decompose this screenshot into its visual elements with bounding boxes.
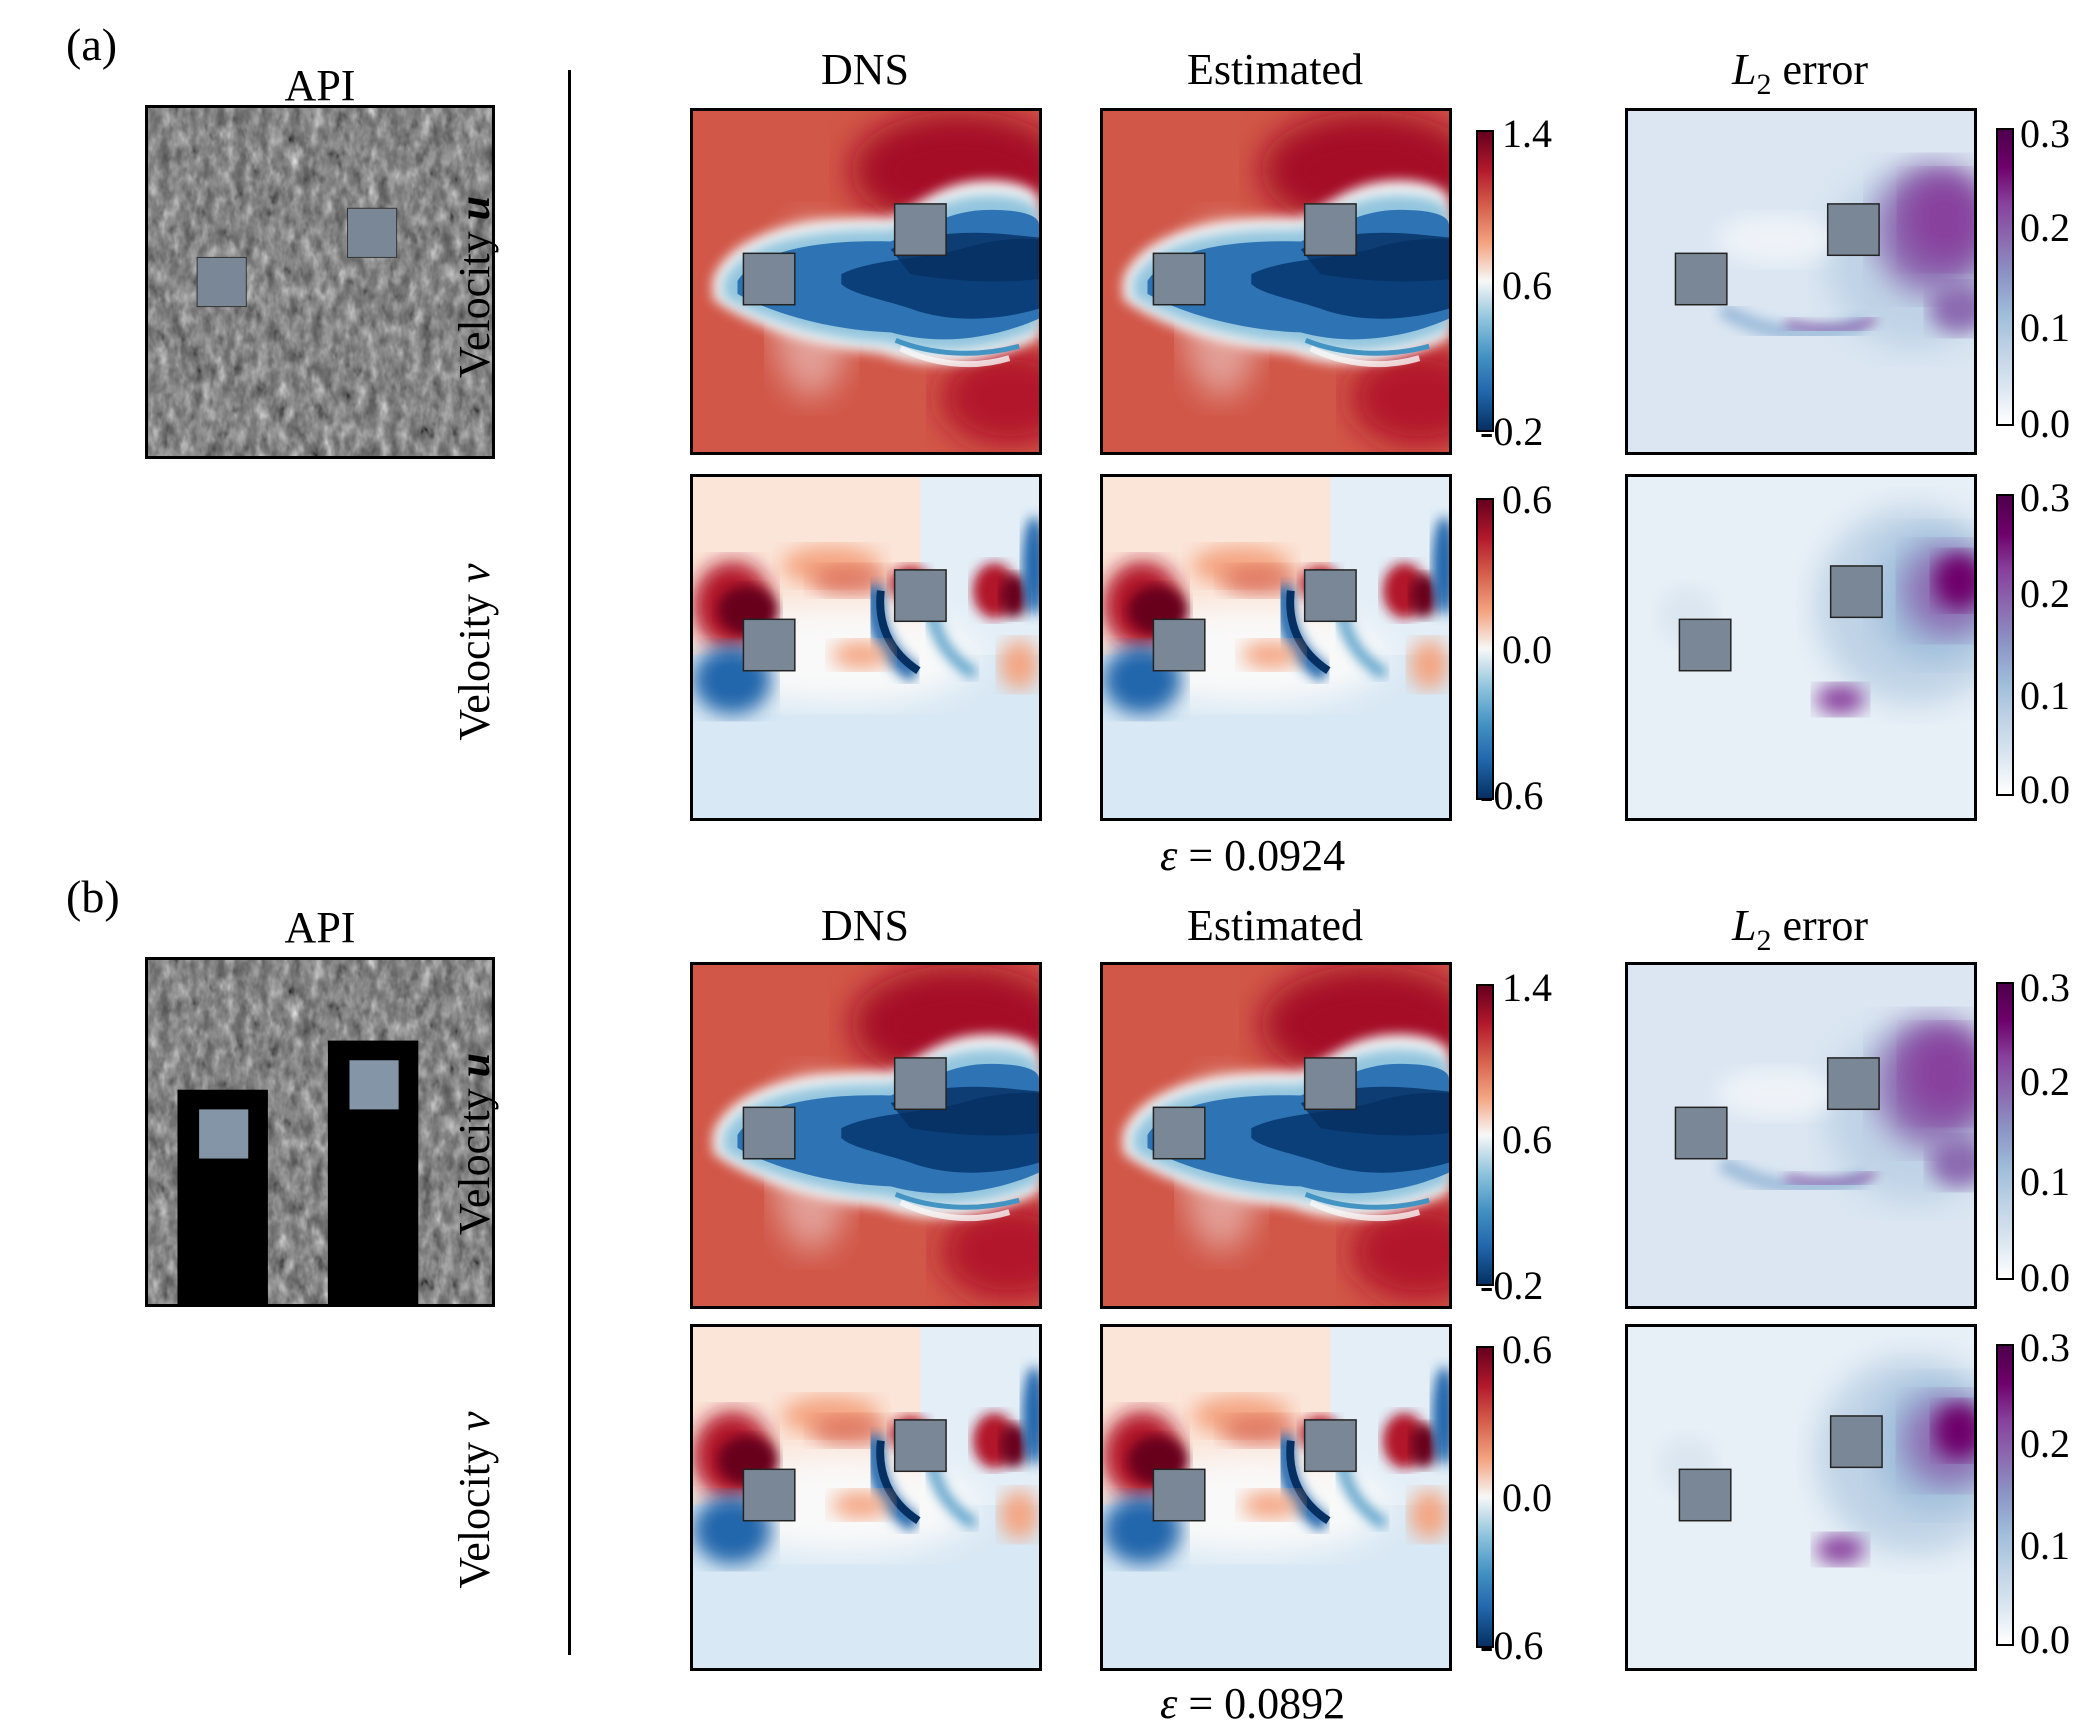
colorbar-err-u-b-t2: 0.2 xyxy=(2020,1059,2070,1104)
error-u-a xyxy=(1625,108,1977,455)
colorbar-err-v-b-t0: 0.0 xyxy=(2020,1617,2070,1662)
colorbar-v-b-mid: 0.0 xyxy=(1502,1475,1552,1520)
colorbar-err-v-b-t1: 0.1 xyxy=(2020,1523,2070,1568)
colorbar-v-a xyxy=(1476,498,1494,800)
dns-u-b xyxy=(690,962,1042,1309)
estimated-u-b xyxy=(1100,962,1452,1309)
colorbar-v-b xyxy=(1476,1346,1494,1648)
row-label-var: v xyxy=(450,563,499,583)
row-label-var: u xyxy=(450,1052,499,1078)
colorbar-u-b-mid: 0.6 xyxy=(1502,1117,1552,1162)
colorbar-err-u-b-t1: 0.1 xyxy=(2020,1159,2070,1204)
epsilon-symbol: ε xyxy=(1160,1679,1178,1728)
row-label-text: Velocity xyxy=(450,220,499,379)
estimated-v-b xyxy=(1100,1324,1452,1671)
dns-v-a xyxy=(690,474,1042,821)
epsilon-a: ε = 0.0924 xyxy=(1160,834,1345,878)
colorbar-v-a-max: 0.6 xyxy=(1502,477,1552,522)
colorbar-err-u-b xyxy=(1996,982,2014,1280)
row-label-text: Velocity xyxy=(450,582,499,741)
epsilon-b: ε = 0.0892 xyxy=(1160,1682,1345,1726)
l2-word: error xyxy=(1782,901,1868,950)
row-label-var: u xyxy=(450,195,499,221)
l2-word: error xyxy=(1782,45,1868,94)
separator-line xyxy=(568,70,571,1655)
colorbar-err-u-a-t2: 0.2 xyxy=(2020,205,2070,250)
api-title-b: API xyxy=(284,903,356,952)
l2-symbol: L xyxy=(1732,45,1757,94)
col-title-l2-error-b: L2 error xyxy=(1625,904,1975,956)
colorbar-err-v-a xyxy=(1996,494,2014,796)
l2-symbol: L xyxy=(1732,901,1757,950)
colorbar-err-v-a-t0: 0.0 xyxy=(2020,767,2070,812)
colorbar-u-a-min: -0.2 xyxy=(1480,409,1544,454)
error-v-a xyxy=(1625,474,1977,821)
colorbar-u-a-mid: 0.6 xyxy=(1502,263,1552,308)
colorbar-err-u-a xyxy=(1996,128,2014,426)
col-title-dns-a: DNS xyxy=(820,45,910,94)
colorbar-u-b-min: -0.2 xyxy=(1480,1263,1544,1308)
panel-b-label: (b) xyxy=(66,871,120,922)
colorbar-u-b xyxy=(1476,984,1494,1286)
epsilon-value: 0.0892 xyxy=(1224,1679,1346,1728)
colorbar-err-u-a-t3: 0.3 xyxy=(2020,111,2070,156)
row-label-text: Velocity xyxy=(450,1430,499,1589)
dns-v-b xyxy=(690,1324,1042,1671)
colorbar-v-a-mid: 0.0 xyxy=(1502,627,1552,672)
colorbar-v-b-max: 0.6 xyxy=(1502,1327,1552,1372)
l2-subscript: 2 xyxy=(1756,67,1772,101)
epsilon-eq: = xyxy=(1177,831,1225,880)
estimated-v-a xyxy=(1100,474,1452,821)
error-u-b xyxy=(1625,962,1977,1309)
row-label-velocity-v-b: Velocity v xyxy=(450,1325,499,1675)
api-image-b xyxy=(145,957,495,1307)
colorbar-err-u-b-t0: 0.0 xyxy=(2020,1255,2070,1300)
error-v-b xyxy=(1625,1324,1977,1671)
colorbar-err-u-a-t0: 0.0 xyxy=(2020,401,2070,446)
col-title-estimated-a: Estimated xyxy=(1187,45,1363,94)
col-title-l2-error-a: L2 error xyxy=(1625,48,1975,100)
panel-a-label: (a) xyxy=(66,19,118,70)
colorbar-err-v-a-t2: 0.2 xyxy=(2020,571,2070,616)
colorbar-u-b-max: 1.4 xyxy=(1502,965,1552,1010)
row-label-velocity-v-a: Velocity v xyxy=(450,477,499,827)
col-title-estimated-b: Estimated xyxy=(1187,901,1363,950)
l2-subscript: 2 xyxy=(1756,923,1772,957)
colorbar-err-u-b-t3: 0.3 xyxy=(2020,965,2070,1010)
row-label-text: Velocity xyxy=(450,1077,499,1236)
api-image-a xyxy=(145,105,495,459)
row-label-velocity-u-b: Velocity u xyxy=(450,969,499,1319)
colorbar-err-u-a-t1: 0.1 xyxy=(2020,305,2070,350)
epsilon-eq: = xyxy=(1177,1679,1225,1728)
dns-u-a xyxy=(690,108,1042,455)
epsilon-symbol: ε xyxy=(1160,831,1178,880)
estimated-u-a xyxy=(1100,108,1452,455)
col-title-dns-b: DNS xyxy=(820,901,910,950)
colorbar-v-b-min: -0.6 xyxy=(1480,1623,1544,1668)
colorbar-err-v-b-t3: 0.3 xyxy=(2020,1325,2070,1370)
api-title-a: API xyxy=(284,61,356,110)
row-label-velocity-u-a: Velocity u xyxy=(450,112,499,462)
colorbar-err-v-a-t1: 0.1 xyxy=(2020,673,2070,718)
colorbar-err-v-a-t3: 0.3 xyxy=(2020,475,2070,520)
epsilon-value: 0.0924 xyxy=(1224,831,1346,880)
colorbar-err-v-b-t2: 0.2 xyxy=(2020,1421,2070,1466)
colorbar-err-v-b xyxy=(1996,1344,2014,1646)
colorbar-v-a-min: -0.6 xyxy=(1480,773,1544,818)
row-label-var: v xyxy=(450,1411,499,1431)
colorbar-u-a-max: 1.4 xyxy=(1502,111,1552,156)
colorbar-u-a xyxy=(1476,130,1494,432)
